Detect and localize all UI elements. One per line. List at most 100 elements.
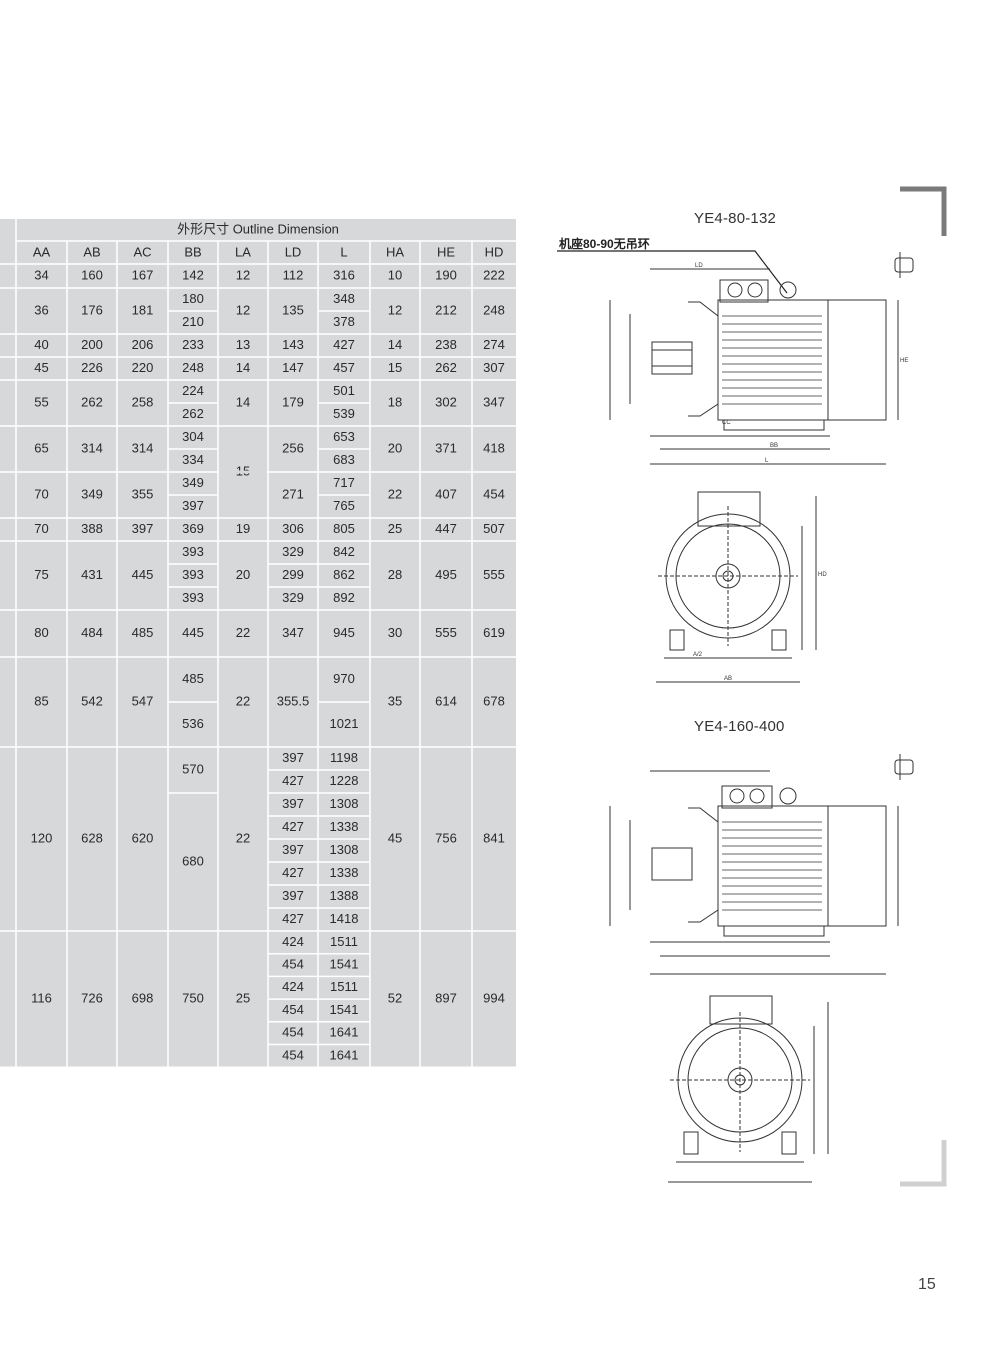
cell-hd: 619 xyxy=(483,625,505,640)
cell-bb: 570 xyxy=(182,761,204,776)
cell-ld: 329 xyxy=(282,590,304,605)
motor-front-view-bottom xyxy=(668,995,829,1183)
cell-l: 316 xyxy=(333,267,355,282)
cell-ld: 355.5 xyxy=(277,693,310,708)
cell-ac: 445 xyxy=(132,567,154,582)
cell-ld: 256 xyxy=(282,440,304,455)
motor-side-view-top: LD BB L CC xyxy=(609,252,914,465)
cell-aa: 65 xyxy=(34,440,48,455)
cell-ha: 30 xyxy=(388,625,402,640)
cell-l: 1511 xyxy=(330,934,358,949)
cell-he: 190 xyxy=(435,267,457,282)
cell-bb: 180 xyxy=(182,291,204,306)
cell-ab: 388 xyxy=(81,521,103,536)
cell-la: 22 xyxy=(236,625,250,640)
cell-l: 683 xyxy=(333,452,355,467)
cell-bb: 369 xyxy=(182,521,204,536)
cell-aa: 120 xyxy=(31,830,53,845)
cell-bb: 680 xyxy=(182,853,204,868)
cell-bb: 393 xyxy=(182,567,204,582)
cell-ac: 547 xyxy=(132,693,154,708)
cell-he: 447 xyxy=(435,521,457,536)
cell-bb: 445 xyxy=(182,625,204,640)
cell-l: 1511 xyxy=(330,979,358,994)
cell-aa: 80 xyxy=(34,625,48,640)
dim-label-he: HE xyxy=(900,358,908,364)
cell-l: 1388 xyxy=(330,888,359,903)
cell-ac: 258 xyxy=(132,394,154,409)
column-header-ha: HA xyxy=(386,244,404,259)
cell-ld: 427 xyxy=(282,865,304,880)
cell-la: 14 xyxy=(236,360,250,375)
corner-mark-top-right xyxy=(900,186,947,236)
cell-ld: 271 xyxy=(282,486,304,501)
cell-ab: 726 xyxy=(81,991,103,1006)
cell-ac: 485 xyxy=(132,625,154,640)
cell-la: 25 xyxy=(236,991,250,1006)
table-group-header: 外形尺寸 Outline Dimension xyxy=(177,221,339,236)
cell-ld: 454 xyxy=(282,1025,304,1040)
cell-ab: 226 xyxy=(81,360,103,375)
cell-ld: 179 xyxy=(282,394,304,409)
cell-l: 427 xyxy=(333,337,355,352)
cell-aa: 85 xyxy=(34,693,48,708)
column-header-l: L xyxy=(340,244,347,259)
drawing-title-bottom: YE4-160-400 xyxy=(694,718,785,735)
cell-bb: 397 xyxy=(182,498,204,513)
cell-l: 1308 xyxy=(330,842,359,857)
cell-l: 1338 xyxy=(330,819,359,834)
dim-label-ld: LD xyxy=(695,263,703,269)
cell-ld: 135 xyxy=(282,302,304,317)
dim-label-hd: HD xyxy=(818,572,827,578)
cell-hd: 418 xyxy=(483,440,505,455)
cell-bb: 485 xyxy=(182,671,204,686)
cell-ab: 628 xyxy=(81,830,103,845)
cell-bb: 233 xyxy=(182,337,204,352)
cell-l: 842 xyxy=(333,544,355,559)
cell-l: 862 xyxy=(333,567,355,582)
cell-ld: 454 xyxy=(282,1002,304,1017)
cell-l: 539 xyxy=(333,406,355,421)
cell-la: 20 xyxy=(236,567,250,582)
cell-la: 12 xyxy=(236,267,250,282)
cell-aa: 70 xyxy=(34,486,48,501)
cell-hd: 507 xyxy=(483,521,505,536)
cell-he: 302 xyxy=(435,394,457,409)
cell-ac: 355 xyxy=(132,486,154,501)
cell-aa: 45 xyxy=(34,360,48,375)
cell-ld: 427 xyxy=(282,819,304,834)
cell-ab: 314 xyxy=(81,440,103,455)
cell-ha: 22 xyxy=(388,486,402,501)
cell-he: 238 xyxy=(435,337,457,352)
motor-side-view-bottom xyxy=(609,754,914,975)
cell-aa: 36 xyxy=(34,302,48,317)
cell-ld: 397 xyxy=(282,888,304,903)
cell-l: 1021 xyxy=(330,716,359,731)
callout-no-lifting-ring: 机座80-90无吊环 xyxy=(559,237,650,251)
cell-hd: 222 xyxy=(483,267,505,282)
cell-bb: 334 xyxy=(182,452,204,467)
cell-ha: 14 xyxy=(388,337,402,352)
cell-ld: 147 xyxy=(282,360,304,375)
cell-hd: 678 xyxy=(483,693,505,708)
cell-la: 12 xyxy=(236,302,250,317)
cell-he: 555 xyxy=(435,625,457,640)
cell-l: 1338 xyxy=(330,865,359,880)
cell-ab: 484 xyxy=(81,625,103,640)
cell-ha: 10 xyxy=(388,267,402,282)
cell-bb: 224 xyxy=(182,383,204,398)
cell-l: 805 xyxy=(333,521,355,536)
cell-hd: 274 xyxy=(483,337,505,352)
cell-l: 970 xyxy=(333,671,355,686)
cell-ac: 620 xyxy=(132,830,154,845)
table-background xyxy=(0,219,516,1068)
cell-ac: 314 xyxy=(132,440,154,455)
cell-l: 1228 xyxy=(330,773,359,788)
cell-ha: 20 xyxy=(388,440,402,455)
cell-hd: 347 xyxy=(483,394,505,409)
cell-ab: 262 xyxy=(81,394,103,409)
cell-ab: 160 xyxy=(81,267,103,282)
cell-ld: 397 xyxy=(282,796,304,811)
cell-hd: 307 xyxy=(483,360,505,375)
cell-he: 407 xyxy=(435,486,457,501)
